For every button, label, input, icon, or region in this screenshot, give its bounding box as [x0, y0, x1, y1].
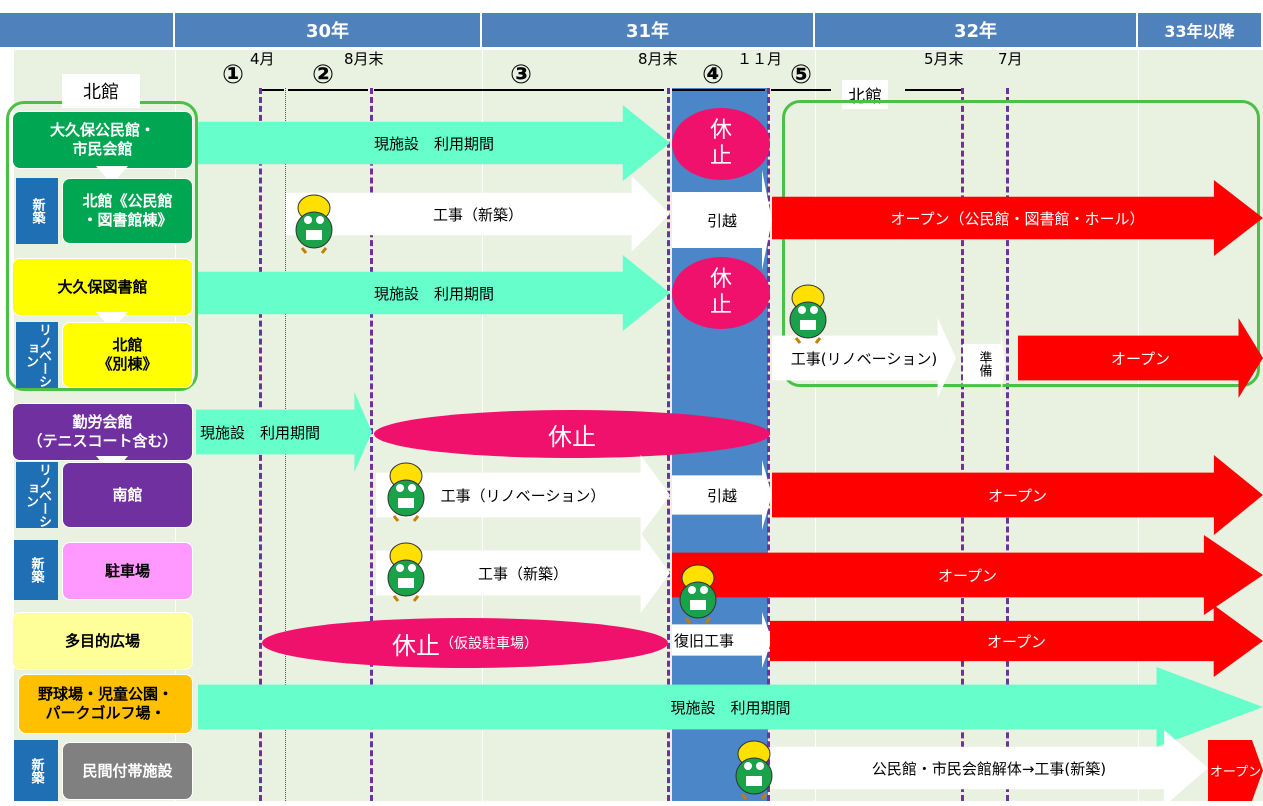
pause-2: 休止 [672, 257, 770, 329]
year-32-header: 32年 [815, 13, 1138, 47]
tick-nov [767, 88, 770, 801]
year-31-header: 31年 [482, 13, 815, 47]
mascot-icon [387, 462, 425, 522]
north-frame-right [782, 100, 1260, 387]
tag-renovation-1: リノベーション [16, 322, 58, 388]
phase-3: ③ [510, 60, 533, 90]
mascot-icon [387, 542, 425, 602]
pause-4: 休止（仮設駐車場） [262, 618, 668, 668]
tag-shinchiku-1: 新築 [16, 178, 58, 244]
mascot-icon [295, 194, 333, 254]
bar-open-private: オープン [1208, 740, 1263, 801]
phase-4: ④ [702, 60, 725, 90]
phase-1: ① [222, 60, 245, 90]
month-apr: 4月 [250, 50, 275, 68]
phase-2: ② [312, 60, 335, 90]
month-nov: １１月 [737, 50, 783, 68]
mascot-icon [789, 284, 827, 344]
month-may-end: 5月末 [924, 50, 964, 68]
row-parking: 駐車場 [62, 542, 193, 600]
tag-renovation-2: リノベーション [16, 462, 58, 528]
phase-5: ⑤ [790, 60, 813, 90]
tick-jul [1006, 88, 1009, 801]
row-plaza: 多目的広場 [12, 612, 193, 670]
year-33-header: 33年以降 [1138, 13, 1263, 47]
north-label-left: 北館 [62, 74, 140, 108]
row-baseball: 野球場・児童公園・ パークゴルフ場・ [18, 674, 193, 734]
row-private: 民間付帯施設 [62, 742, 193, 800]
month-jul: 7月 [998, 50, 1023, 68]
tag-shinchiku-3: 新築 [14, 740, 58, 801]
tag-shinchiku-2: 新築 [14, 540, 58, 600]
tick-may [961, 88, 964, 801]
row-okubo-library: 大久保図書館 [12, 258, 193, 316]
tick-aug-30 [370, 88, 373, 801]
mascot-icon [735, 740, 773, 800]
row-kinro: 勤労会館 （テニスコート含む） [12, 403, 193, 461]
row-kitakan-annex: 北館 《別棟》 [62, 322, 193, 388]
header-blank [0, 13, 175, 47]
pause-1: 休止 [672, 108, 770, 180]
row-minamikan: 南館 [62, 462, 193, 528]
month-aug-end-30: 8月末 [344, 50, 384, 68]
pause-3: 休止 [374, 410, 770, 458]
mascot-icon [679, 564, 717, 624]
row-kitakan-main: 北館《公民館 ・図書館棟》 [62, 178, 193, 244]
year-30-header: 30年 [175, 13, 482, 47]
row-okubo-kominkan: 大久保公民館・ 市民会館 [12, 111, 193, 169]
month-aug-end-31: 8月末 [638, 50, 678, 68]
